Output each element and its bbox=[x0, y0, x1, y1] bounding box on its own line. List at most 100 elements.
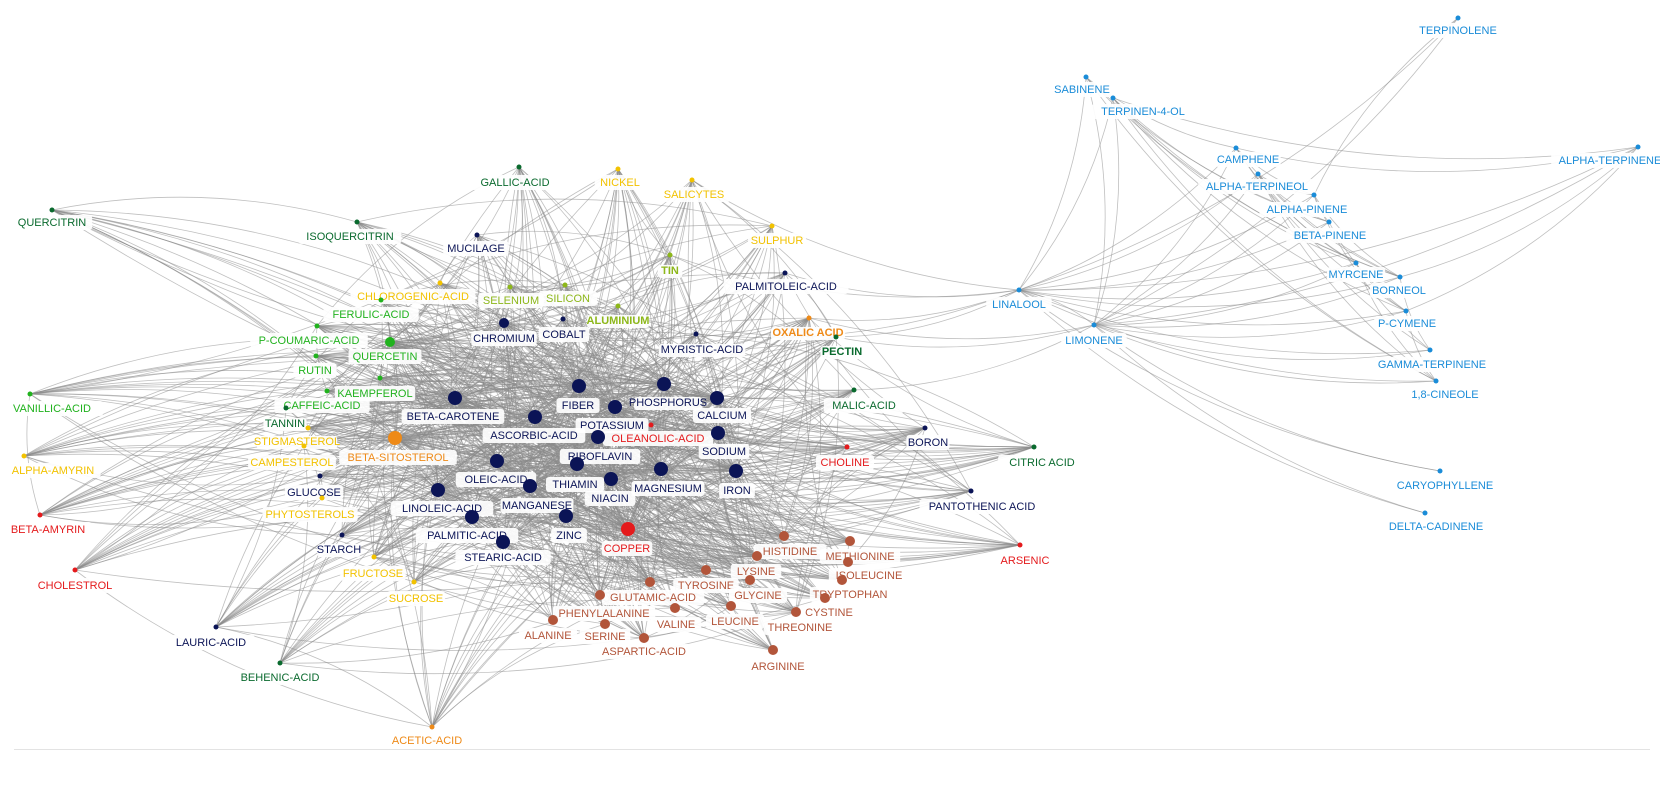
node-sucrose[interactable]: SUCROSE bbox=[387, 579, 446, 607]
node-boron[interactable]: BORON bbox=[906, 425, 950, 451]
node-dot-malic[interactable] bbox=[851, 387, 857, 393]
node-arginine[interactable]: ARGININE bbox=[745, 645, 811, 674]
node-dot-citric[interactable] bbox=[1031, 444, 1037, 450]
node-dot-borneol[interactable] bbox=[1397, 274, 1403, 280]
node-dot-chromium[interactable] bbox=[499, 318, 509, 328]
node-valine[interactable]: VALINE bbox=[650, 603, 702, 632]
node-dot-isoquercitrin[interactable] bbox=[354, 219, 360, 225]
node-dot-betacarotene[interactable] bbox=[448, 391, 462, 405]
node-dot-caryophyllene[interactable] bbox=[1437, 468, 1443, 474]
node-alphaterpineol[interactable]: ALPHA-TERPINEOL bbox=[1198, 171, 1316, 195]
node-salicytes[interactable]: SALICYTES bbox=[657, 177, 731, 203]
node-dot-aspartic[interactable] bbox=[639, 633, 649, 643]
node-vanillic[interactable]: VANILLIC-ACID bbox=[0, 391, 104, 417]
node-lysine[interactable]: LYSINE bbox=[730, 551, 782, 579]
node-dot-vanillic[interactable] bbox=[27, 391, 33, 397]
node-dot-glutamic[interactable] bbox=[645, 577, 655, 587]
node-fiber[interactable]: FIBER bbox=[556, 379, 600, 413]
node-betapinene[interactable]: BETA-PINENE bbox=[1286, 219, 1374, 244]
node-dot-behenic[interactable] bbox=[277, 660, 283, 666]
node-alphapinene[interactable]: ALPHA-PINENE bbox=[1259, 192, 1355, 218]
node-dot-myristic[interactable] bbox=[693, 331, 699, 337]
node-choline[interactable]: CHOLINE bbox=[816, 444, 875, 471]
node-methionine[interactable]: METHIONINE bbox=[819, 536, 901, 564]
node-dot-lauric[interactable] bbox=[213, 624, 219, 630]
node-terpinolene[interactable]: TERPINOLENE bbox=[1414, 15, 1502, 39]
node-dot-alanine[interactable] bbox=[548, 615, 558, 625]
node-dot-boron[interactable] bbox=[922, 425, 928, 431]
node-dot-cholestrol[interactable] bbox=[72, 567, 78, 573]
node-manganese[interactable]: MANGANESE bbox=[500, 479, 574, 513]
node-arsenic[interactable]: ARSENIC bbox=[996, 542, 1055, 569]
node-dot-tannin[interactable] bbox=[283, 405, 289, 411]
node-dot-stigmasterol[interactable] bbox=[305, 425, 311, 431]
node-leucine[interactable]: LEUCINE bbox=[706, 601, 765, 629]
node-isoleucine[interactable]: ISOLEUCINE bbox=[828, 557, 910, 583]
node-myristic[interactable]: MYRISTIC-ACID bbox=[658, 331, 746, 358]
node-dot-linoleic[interactable] bbox=[431, 483, 445, 497]
node-dot-niacin[interactable] bbox=[604, 472, 618, 486]
node-dot-chlorogenic[interactable] bbox=[437, 280, 443, 286]
node-dot-isoleucine[interactable] bbox=[843, 557, 853, 567]
node-rutin[interactable]: RUTIN bbox=[293, 353, 337, 379]
node-dot-salicytes[interactable] bbox=[689, 177, 695, 183]
node-dot-iron[interactable] bbox=[729, 464, 743, 478]
node-malic[interactable]: MALIC-ACID bbox=[823, 387, 905, 414]
node-dot-sodium[interactable] bbox=[711, 426, 725, 440]
node-dot-phenylalanine[interactable] bbox=[595, 590, 605, 600]
node-dot-tyrosine[interactable] bbox=[701, 565, 711, 575]
node-dot-pectin[interactable] bbox=[833, 334, 839, 340]
node-dot-cobalt[interactable] bbox=[560, 316, 566, 322]
node-dot-sabinene[interactable] bbox=[1083, 74, 1089, 80]
node-stearic[interactable]: STEARIC-ACID bbox=[455, 535, 551, 565]
node-quercetin[interactable]: QUERCETIN bbox=[348, 337, 422, 364]
node-quercitrin[interactable]: QUERCITRIN bbox=[11, 207, 93, 231]
node-dot-calcium[interactable] bbox=[710, 391, 724, 405]
node-pantothenic[interactable]: PANTOTHENIC ACID bbox=[919, 488, 1045, 515]
node-glycine[interactable]: GLYCINE bbox=[729, 575, 788, 603]
node-dot-linalool[interactable] bbox=[1016, 287, 1022, 293]
node-dot-silicon[interactable] bbox=[562, 282, 568, 288]
node-dot-fructose[interactable] bbox=[371, 554, 377, 560]
node-lauric[interactable]: LAURIC-ACID bbox=[167, 624, 255, 651]
node-dot-alphapinene[interactable] bbox=[1311, 192, 1317, 198]
node-pectin[interactable]: PECTIN bbox=[820, 334, 864, 360]
node-zinc[interactable]: ZINC bbox=[551, 509, 587, 543]
node-dot-sucrose[interactable] bbox=[411, 579, 417, 585]
node-borneol[interactable]: BORNEOL bbox=[1370, 274, 1429, 299]
node-dot-arginine[interactable] bbox=[768, 645, 778, 655]
node-dot-kaempferol[interactable] bbox=[377, 375, 383, 381]
node-dot-campesterol[interactable] bbox=[301, 443, 307, 449]
node-glutamic[interactable]: GLUTAMIC-ACID bbox=[601, 577, 705, 605]
node-dot-deltacadinene[interactable] bbox=[1422, 510, 1428, 516]
node-dot-betasitosterol[interactable] bbox=[388, 431, 402, 445]
node-dot-zinc[interactable] bbox=[559, 509, 573, 523]
node-caryophyllene[interactable]: CARYOPHYLLENE bbox=[1393, 468, 1497, 494]
node-dot-copper[interactable] bbox=[621, 522, 635, 536]
node-acetic[interactable]: ACETIC-ACID bbox=[383, 724, 471, 749]
node-dot-rutin[interactable] bbox=[313, 353, 319, 359]
node-dot-tryptophan[interactable] bbox=[837, 575, 847, 585]
node-camphene[interactable]: CAMPHENE bbox=[1215, 145, 1281, 168]
node-aspartic[interactable]: ASPARTIC-ACID bbox=[592, 633, 696, 659]
node-dot-oleic[interactable] bbox=[490, 454, 504, 468]
node-betasitosterol[interactable]: BETA-SITOSTEROL bbox=[339, 431, 457, 465]
node-dot-palmitic[interactable] bbox=[465, 510, 479, 524]
node-dot-gammaterpinene[interactable] bbox=[1427, 347, 1433, 353]
node-dot-serine[interactable] bbox=[600, 619, 610, 629]
node-sodium[interactable]: SODIUM bbox=[698, 426, 750, 459]
node-dot-ferulic[interactable] bbox=[378, 297, 384, 303]
node-kaempferol[interactable]: KAEMPFEROL bbox=[334, 375, 416, 402]
node-cystine[interactable]: CYSTINE bbox=[800, 593, 859, 620]
node-linalool[interactable]: LINALOOL bbox=[986, 287, 1052, 313]
node-oleic[interactable]: OLEIC-ACID bbox=[455, 454, 537, 487]
node-dot-cineole[interactable] bbox=[1433, 378, 1439, 384]
node-palmitoleic[interactable]: PALMITOLEIC-ACID bbox=[723, 270, 849, 295]
node-dot-riboflavin[interactable] bbox=[591, 430, 605, 444]
node-dot-methionine[interactable] bbox=[845, 536, 855, 546]
node-campesterol[interactable]: CAMPESTEROL bbox=[248, 443, 336, 471]
node-behenic[interactable]: BEHENIC-ACID bbox=[232, 660, 328, 686]
node-cobalt[interactable]: COBALT bbox=[538, 316, 590, 343]
node-myrcene[interactable]: MYRCENE bbox=[1327, 260, 1386, 283]
node-dot-threonine[interactable] bbox=[791, 607, 801, 617]
